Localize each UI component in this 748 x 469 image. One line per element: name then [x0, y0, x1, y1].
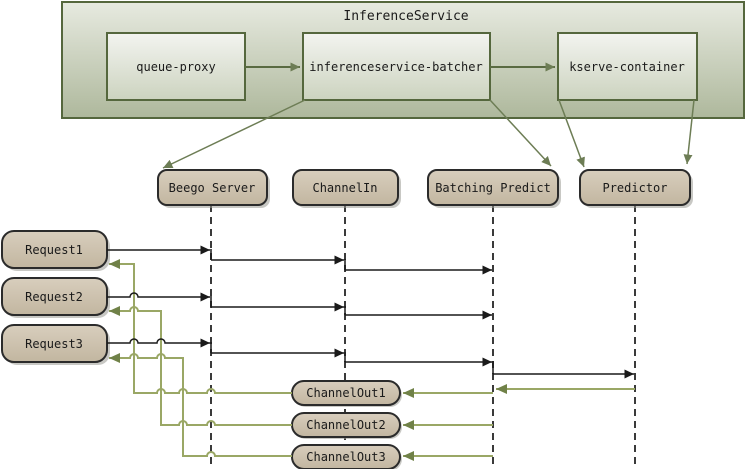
- request2-label: Request2: [25, 290, 83, 304]
- lifeline-headers: Beego Server ChannelIn Batching Predict …: [157, 169, 693, 208]
- queue-proxy-label: queue-proxy: [136, 60, 215, 74]
- inference-service-title: InferenceService: [343, 9, 468, 24]
- inferenceservice-batcher-label: inferenceservice-batcher: [309, 60, 482, 74]
- green-return-paths: [109, 259, 292, 457]
- request3-label: Request3: [25, 337, 83, 351]
- channelout2-label: ChannelOut2: [306, 418, 385, 432]
- kserve-container-node: [557, 32, 698, 101]
- msg-request2-to-beego: [107, 292, 210, 302]
- batching-predict-label: Batching Predict: [435, 181, 551, 195]
- return-channelout3-to-request3: [109, 353, 292, 457]
- beego-server-box: [157, 169, 268, 206]
- channelin-label: ChannelIn: [312, 181, 377, 195]
- arrow-kserve-to-predictor-right: [683, 99, 695, 165]
- return-channelout1-to-request1: [109, 259, 292, 394]
- predictor-box: [579, 169, 691, 206]
- return-channelout2-to-request2: [109, 306, 292, 426]
- request-messages: [107, 245, 634, 379]
- queue-proxy-node: [106, 32, 246, 101]
- inferenceservice-batcher-node: [302, 32, 491, 101]
- channelout1-label: ChannelOut1: [306, 386, 385, 400]
- channelin-box: [292, 169, 399, 206]
- request1-label: Request1: [25, 243, 83, 257]
- inference-service-container: InferenceService queue-proxy inferencese…: [61, 1, 745, 119]
- request-boxes: Request1 Request2 Request3: [1, 230, 110, 365]
- mapping-arrows: [162, 99, 695, 169]
- reply-messages: [403, 384, 635, 461]
- channelout3-label: ChannelOut3: [306, 450, 385, 464]
- msg-request3-to-beego: [107, 338, 210, 348]
- predictor-label: Predictor: [602, 181, 667, 195]
- arrow-batcher-to-batching-predict: [489, 99, 552, 167]
- batching-predict-box: [427, 169, 559, 206]
- arrow-kserve-to-predictor-left: [558, 99, 585, 168]
- lifelines: [210, 205, 636, 469]
- arrow-batcher-to-beego-server: [162, 99, 306, 169]
- channel-out-boxes: ChannelOut1 ChannelOut2 ChannelOut3: [291, 380, 402, 469]
- kserve-container-label: kserve-container: [569, 60, 685, 74]
- beego-server-label: Beego Server: [169, 181, 256, 195]
